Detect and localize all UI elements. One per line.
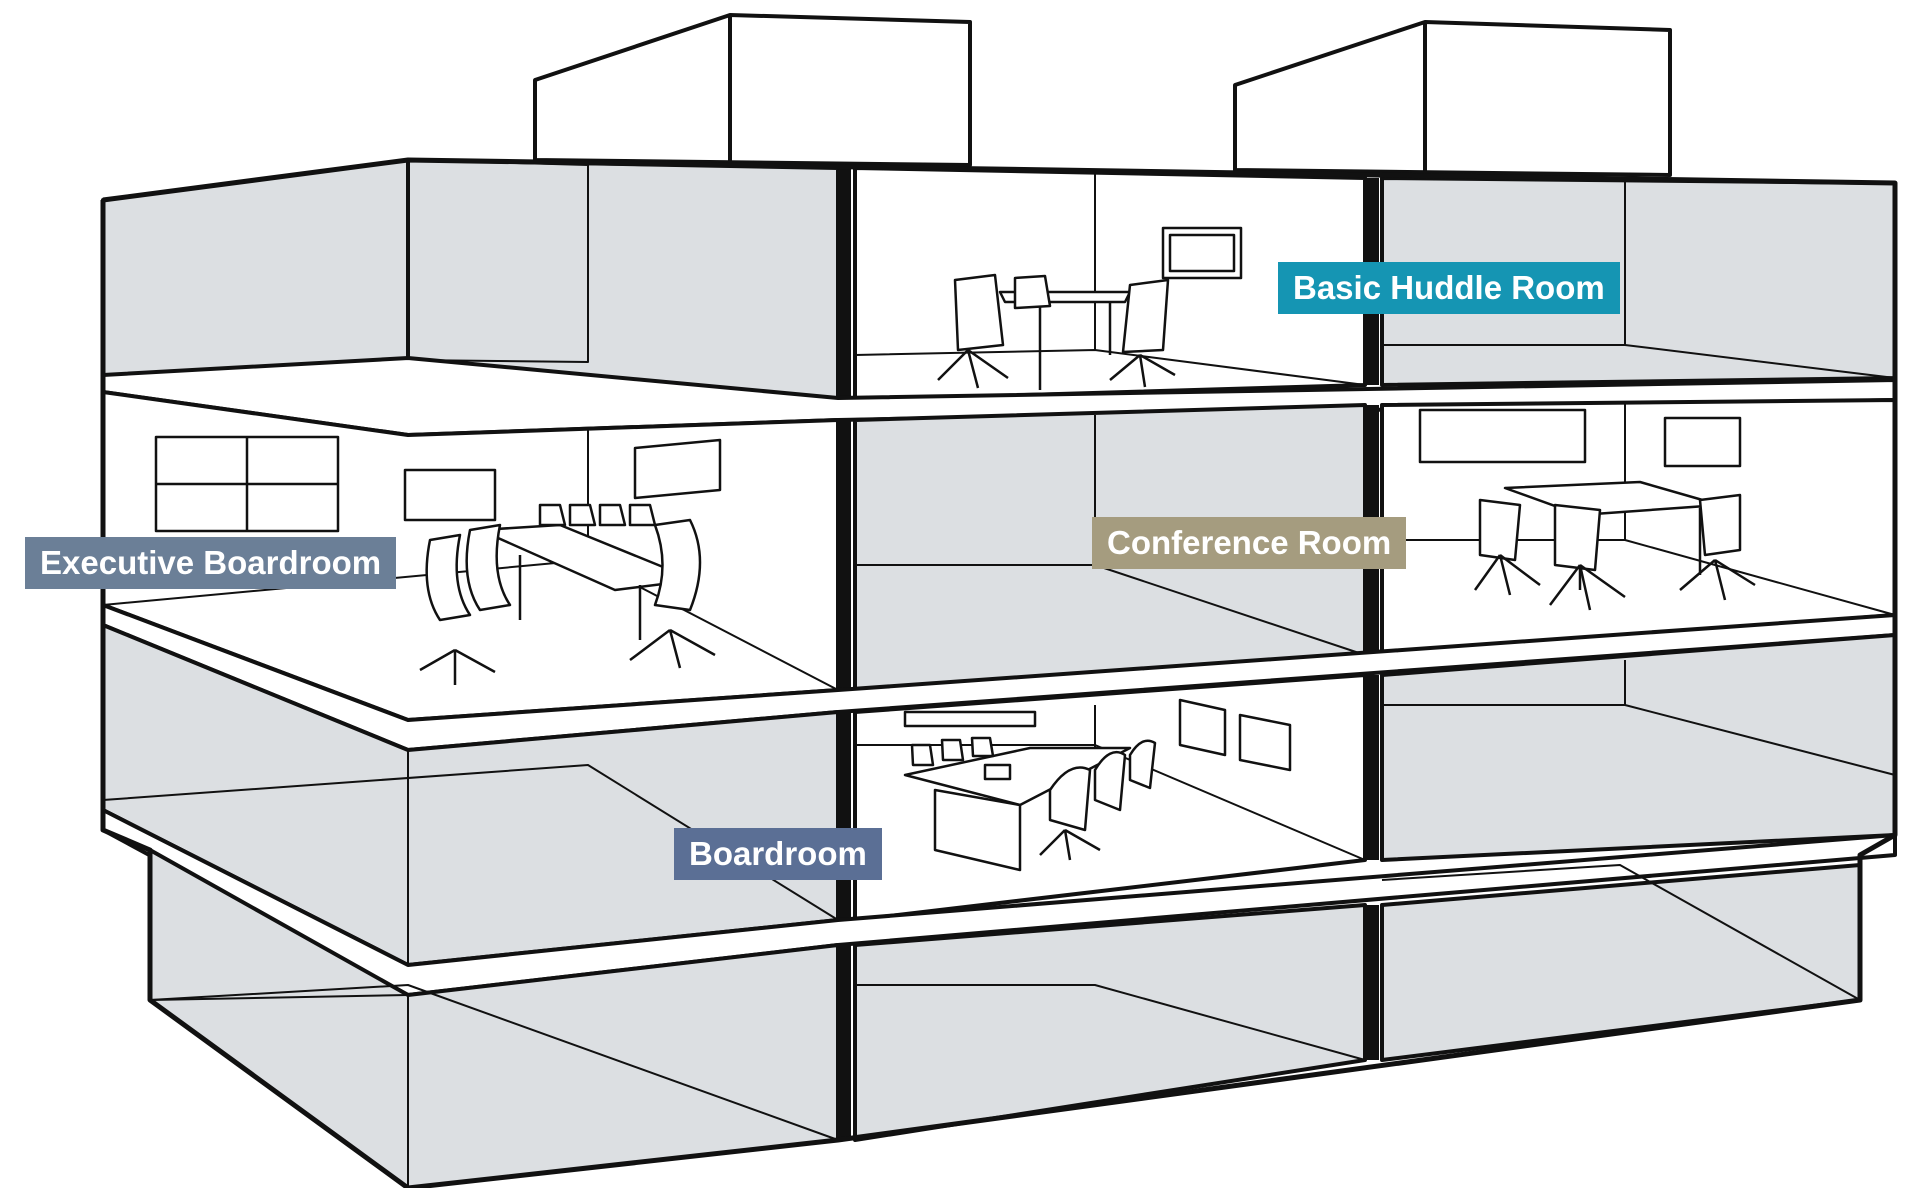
ground-floor xyxy=(148,848,1862,1188)
conference-room-furniture xyxy=(1418,408,1756,611)
wall-display xyxy=(1178,698,1227,757)
building-outline xyxy=(100,157,1898,1188)
wall-display xyxy=(1238,713,1292,772)
wall-display xyxy=(1161,226,1243,280)
label-conference-room: Conference Room xyxy=(1092,517,1407,569)
huddle-room-furniture xyxy=(937,226,1243,390)
label-executive-boardroom: Executive Boardroom xyxy=(25,537,397,589)
touch-panel xyxy=(983,763,1012,781)
lower-right-room xyxy=(1380,633,1897,862)
executive-boardroom-furniture xyxy=(154,435,722,685)
wall-display xyxy=(1663,416,1742,468)
projection-screen xyxy=(1418,408,1587,464)
rooftop-structures xyxy=(533,13,1672,177)
label-boardroom: Boardroom xyxy=(674,828,882,880)
boardroom-furniture xyxy=(903,698,1292,872)
label-basic-huddle-room: Basic Huddle Room xyxy=(1278,262,1620,314)
